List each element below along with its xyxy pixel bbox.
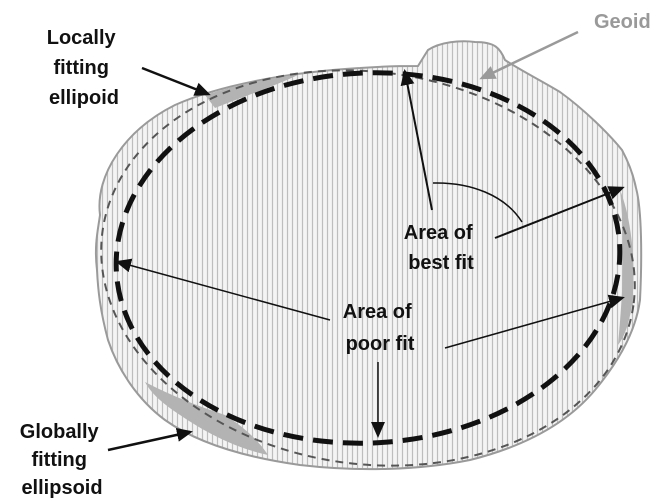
arrow-globally-fitting <box>108 432 190 450</box>
arrow-locally-fitting <box>142 68 208 94</box>
label-geoid: Geoid <box>594 11 651 33</box>
label-globally-fitting-ellipsoid: Globally fitting ellipsoid <box>20 421 104 498</box>
label-locally-fitting-ellipoid: Locally fitting ellipoid <box>47 27 121 109</box>
